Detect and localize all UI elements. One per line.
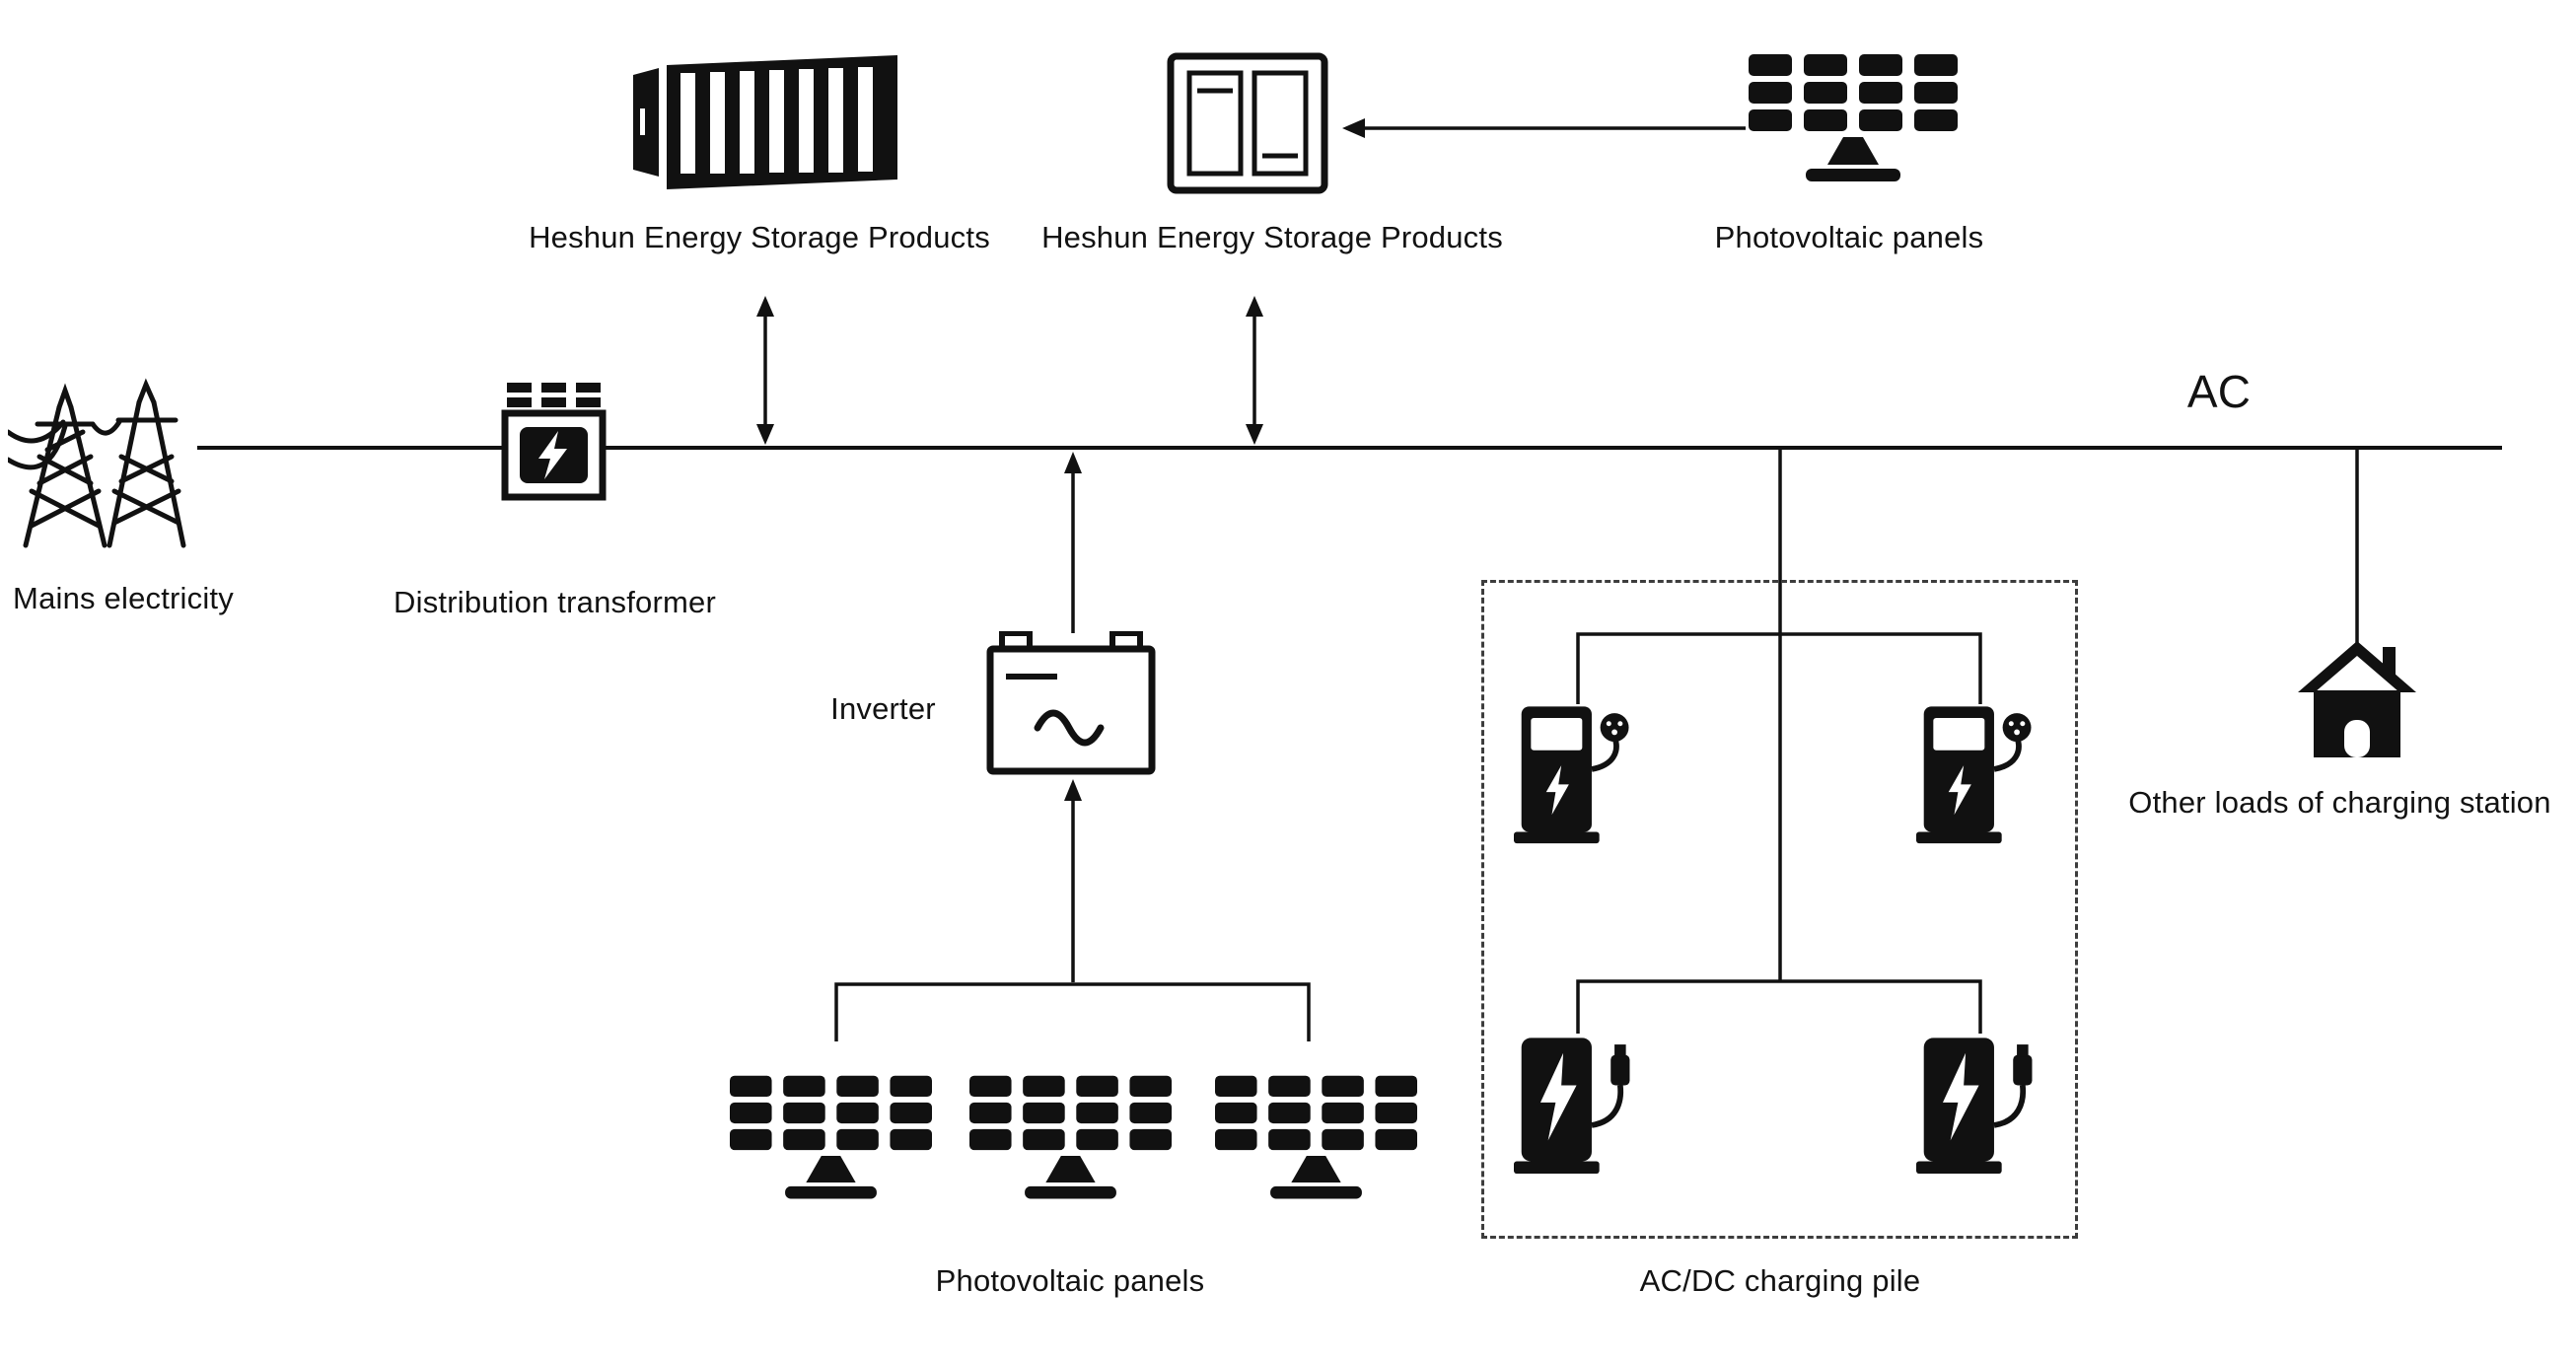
pv-top-label: Photovoltaic panels <box>1714 220 1984 254</box>
storage-container-label: Heshun Energy Storage Products <box>529 220 990 254</box>
ac-bus-label: AC <box>2186 366 2252 417</box>
dc-charging-pile-icon <box>1916 1032 2044 1189</box>
solar-panel-icon <box>730 1063 932 1218</box>
storage-container-icon <box>631 51 902 191</box>
inverter-icon <box>986 631 1156 775</box>
solar-panel-icon <box>1215 1063 1417 1218</box>
transformer-icon <box>497 383 611 513</box>
transformer-label: Distribution transformer <box>394 585 716 619</box>
solar-panel-icon <box>1749 54 1958 188</box>
charging-group-label: AC/DC charging pile <box>1639 1263 1921 1298</box>
storage-cabinet-icon <box>1166 51 1329 195</box>
solar-panel-icon <box>969 1063 1172 1218</box>
inverter-label: Inverter <box>830 691 936 726</box>
charging-pile-group-box <box>1481 580 2078 1239</box>
storage-cabinet-label: Heshun Energy Storage Products <box>1041 220 1503 254</box>
ac-charging-pile-icon <box>1916 702 2044 860</box>
dc-charging-pile-icon <box>1514 1032 1642 1189</box>
transmission-towers-icon <box>8 363 210 555</box>
pv-bottom-label: Photovoltaic panels <box>935 1263 1205 1298</box>
mains-label: Mains electricity <box>13 581 234 615</box>
house-icon <box>2298 641 2416 764</box>
other-loads-label: Other loads of charging station <box>2128 785 2551 820</box>
ac-charging-pile-icon <box>1514 702 1642 860</box>
